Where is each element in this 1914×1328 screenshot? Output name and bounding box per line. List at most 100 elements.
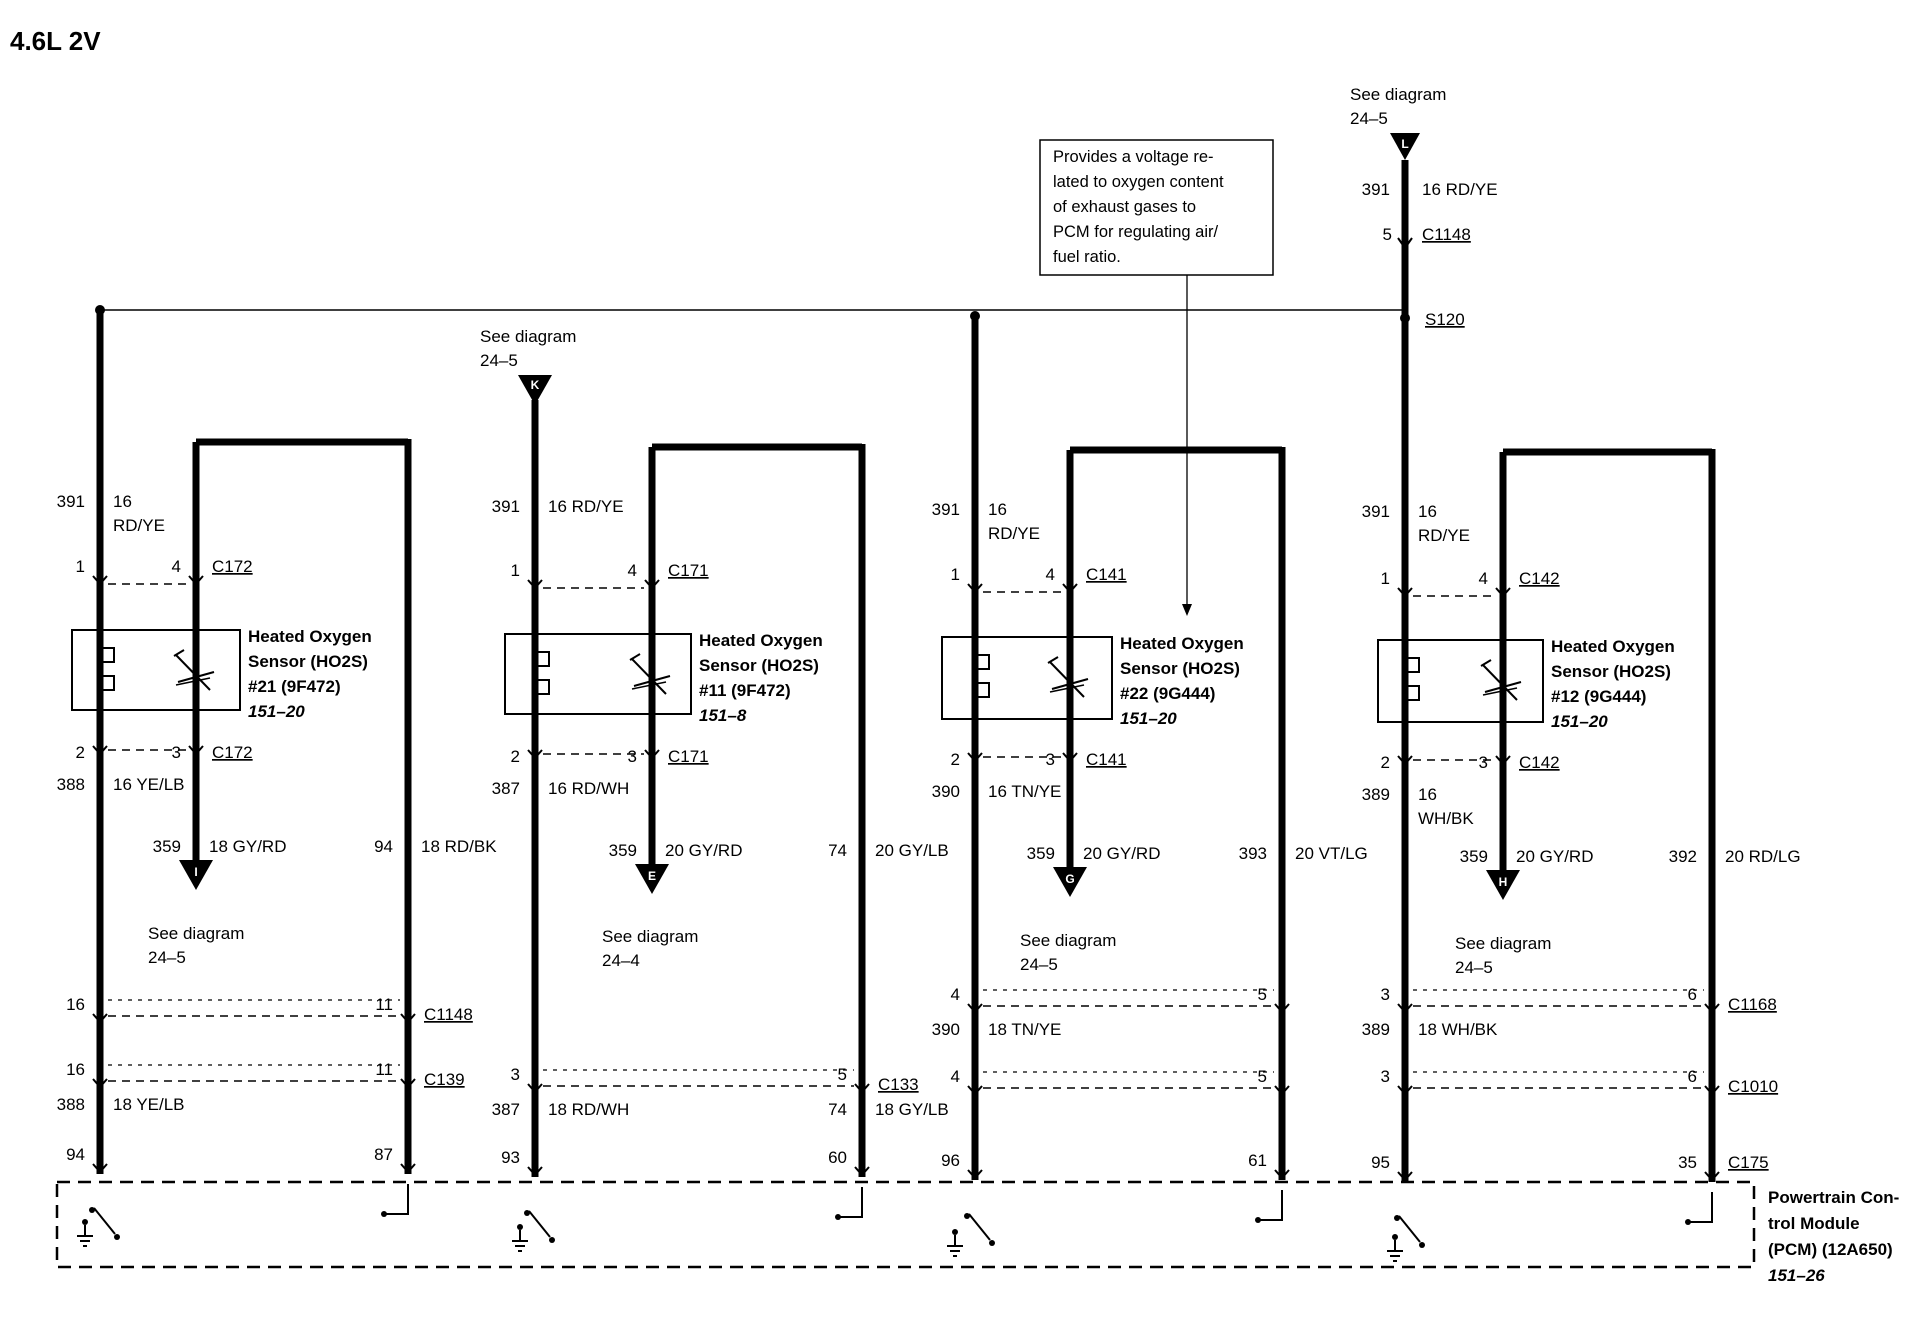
sensor-name-line-3: #11 (9F472) [699, 681, 791, 700]
pin-chevron-icon [1274, 1169, 1290, 1180]
switch-contact-icon [93, 1207, 116, 1235]
inline-connector-1-pin-right: 11 [375, 995, 393, 1014]
pcm-pin-left: 94 [66, 1145, 85, 1164]
signal-label: 16 [1418, 785, 1437, 804]
heater-circuit: 359 [1460, 847, 1488, 866]
inline-connector-2-return-circuit: 74 [828, 1100, 847, 1119]
bottom-pin-left: 2 [511, 747, 520, 766]
note-line-5: fuel ratio. [1053, 248, 1121, 266]
switch-contact-icon [524, 1210, 530, 1216]
inline-connector-2-circuit: 387 [492, 1100, 520, 1119]
top-wire-circuit: 391 [1362, 180, 1390, 199]
heater-ref-letter: E [648, 869, 656, 883]
heater-element-icon [99, 647, 115, 691]
sensor-ref: 151–8 [699, 706, 747, 725]
pin-chevron-icon [1704, 1085, 1720, 1096]
pin-chevron-icon [1397, 237, 1413, 250]
inline-connector-2-circuit: 388 [57, 1095, 85, 1114]
heater-see-page: 24–5 [1455, 958, 1493, 977]
bottom-pin-right: 3 [172, 743, 181, 762]
variable-resistor-icon [177, 671, 215, 683]
note-line-1: Provides a voltage re- [1053, 148, 1214, 166]
feed-circuit: 391 [932, 500, 960, 519]
bottom-connector: C171 [668, 747, 709, 766]
sensor-name-line-2: Sensor (HO2S) [699, 656, 819, 675]
pcm-return-icon [1255, 1217, 1261, 1223]
switch-contact-icon [114, 1234, 120, 1240]
connector-arrow-icon [179, 860, 213, 890]
return-circuit: 392 [1669, 847, 1697, 866]
feed-gauge: 16 [1418, 502, 1437, 521]
heater-see-text: See diagram [1020, 931, 1116, 950]
pin-chevron-icon [92, 1078, 108, 1089]
bottom-pin-right: 3 [628, 747, 637, 766]
sensor-ref: 151–20 [1551, 712, 1608, 731]
pin-chevron-icon [1704, 1003, 1720, 1014]
top-pin-right: 4 [1479, 569, 1488, 588]
heater-ref-letter: G [1065, 872, 1074, 886]
heater-ref-letter: H [1499, 875, 1508, 889]
pin-chevron-icon [854, 1166, 870, 1177]
inline-connector-2-name: C139 [424, 1070, 465, 1089]
pin-chevron-icon [92, 1013, 108, 1024]
return-circuit: 393 [1239, 844, 1267, 863]
pin-chevron-icon [188, 575, 204, 586]
heater-see-text: See diagram [148, 924, 244, 943]
heater-label: 20 GY/RD [1083, 844, 1160, 863]
top-pin-left: 1 [76, 557, 85, 576]
connector-L-icon [1390, 133, 1420, 160]
heater-element-icon [534, 651, 550, 695]
pin-chevron-icon [967, 1169, 983, 1180]
variable-resistor-icon [1484, 681, 1522, 693]
pin-chevron-icon [188, 745, 204, 756]
inline-connector-2-name: C1010 [1728, 1077, 1778, 1096]
top-pin-right: 4 [628, 561, 637, 580]
variable-resistor-icon [629, 653, 641, 661]
feed-color: RD/YE [1418, 526, 1470, 545]
bottom-pin-right: 3 [1046, 750, 1055, 769]
switch-contact-icon [1419, 1242, 1425, 1248]
signal-label: 16 RD/WH [548, 779, 629, 798]
bottom-pin-right: 3 [1479, 753, 1488, 772]
variable-resistor-icon [1480, 659, 1492, 667]
pcm-pin-left: 96 [941, 1151, 960, 1170]
pin-chevron-icon [527, 579, 543, 590]
sensor-name-line-2: Sensor (HO2S) [248, 652, 368, 671]
sensor-name-line-1: Heated Oxygen [248, 627, 372, 646]
pcm-name-line-2: trol Module [1768, 1214, 1860, 1233]
heater-label: 20 GY/RD [1516, 847, 1593, 866]
pin-chevron-icon [527, 1166, 543, 1177]
pin-chevron-icon [92, 1163, 108, 1174]
pcm-ref: 151–26 [1768, 1266, 1825, 1285]
pin-chevron-icon [1397, 755, 1413, 766]
inline-connector-1-name: C1168 [1728, 995, 1777, 1014]
feed-gauge: 16 [113, 492, 132, 511]
switch-contact-icon [528, 1210, 551, 1238]
note-frame [1039, 139, 1274, 276]
pin-chevron-icon [92, 745, 108, 756]
bottom-pin-left: 2 [1381, 753, 1390, 772]
variable-resistor-icon [631, 658, 667, 695]
signal-circuit: 390 [932, 782, 960, 801]
pin-chevron-icon [400, 1078, 416, 1089]
pin-chevron-icon [644, 749, 660, 760]
return-circuit: 74 [828, 841, 847, 860]
pin-chevron-icon [1397, 1171, 1413, 1182]
inline-connector-2-pin-left: 16 [66, 1060, 85, 1079]
pcm-return-icon [840, 1187, 863, 1218]
pin-chevron-icon [1062, 583, 1078, 594]
return-label: 20 GY/LB [875, 841, 949, 860]
variable-resistor-icon [175, 677, 211, 686]
heater-element-icon [1404, 657, 1420, 701]
pcm-name-line-1: Powertrain Con- [1768, 1188, 1899, 1207]
diagram-title: 4.6L 2V [10, 26, 101, 56]
pin-chevron-icon [1062, 752, 1078, 763]
sensor-body [941, 636, 1113, 720]
inline-connector-2-pin-left: 3 [511, 1065, 520, 1084]
inline-connector-1-label: 18 TN/YE [988, 1020, 1061, 1039]
feed-circuit: 391 [1362, 502, 1390, 521]
signal-label: 16 YE/LB [113, 775, 185, 794]
feed-circuit: 391 [492, 497, 520, 516]
top-connector: C141 [1086, 565, 1127, 584]
